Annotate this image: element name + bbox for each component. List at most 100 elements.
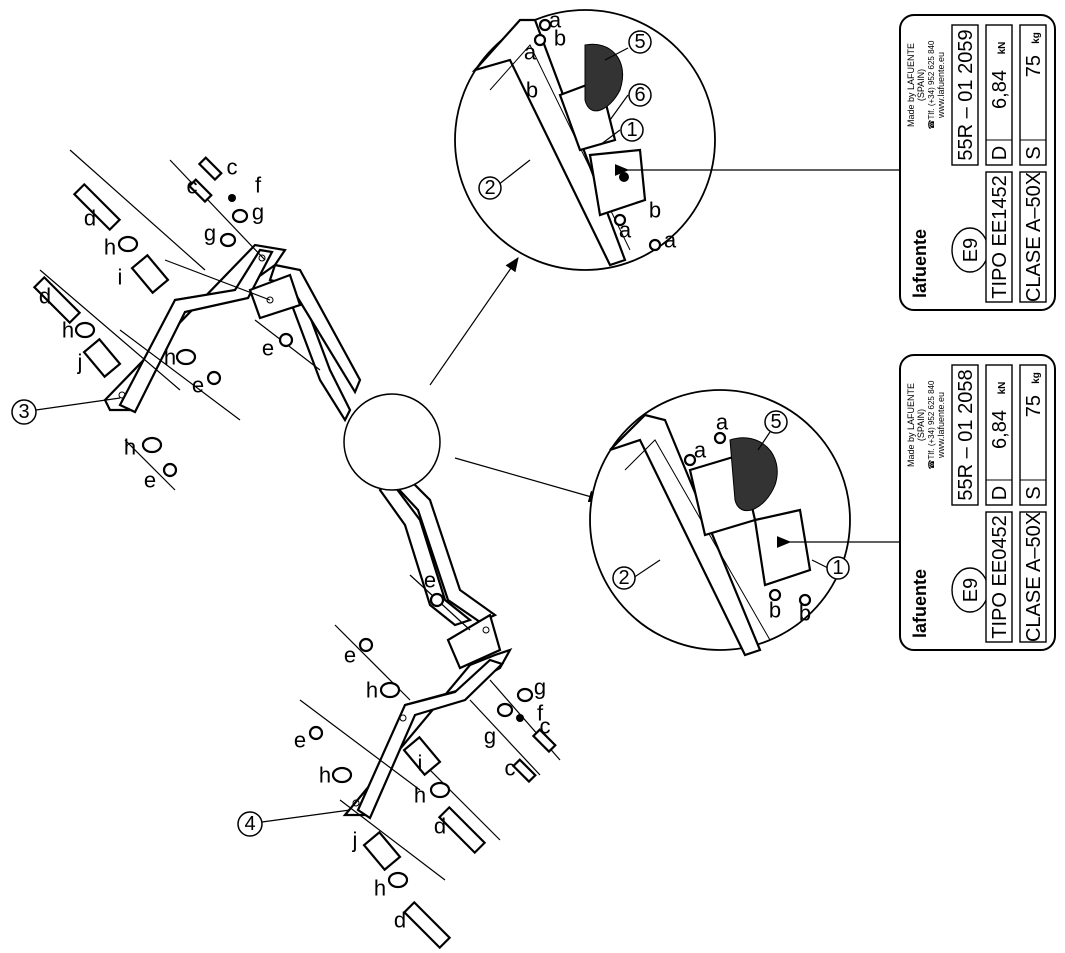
letter-f-1: f	[255, 173, 262, 198]
centre-hitch-circle	[343, 393, 441, 491]
svg-text:2: 2	[618, 567, 629, 589]
letter-e-4: e	[344, 643, 356, 668]
letter-a-t3: a	[619, 218, 632, 243]
plate-top-d-value: 6,84	[989, 70, 1011, 109]
plate-top-web: www.lafuente.eu	[936, 52, 946, 119]
letter-d-2: d	[39, 284, 51, 309]
callout-3: 3	[11, 399, 37, 425]
callout-6-top: 6	[628, 83, 652, 107]
svg-text:3: 3	[18, 401, 29, 423]
fasteners-lower	[299, 574, 561, 950]
plate-bottom-country: (SPAIN)	[916, 409, 926, 441]
letter-c-1: c	[187, 174, 198, 199]
letter-b-b2: b	[799, 601, 811, 626]
letter-c-4: c	[540, 714, 551, 739]
letter-g-1: g	[252, 200, 264, 225]
letter-h-4: h	[124, 435, 136, 460]
plate-top-s-unit: kg	[1031, 32, 1042, 44]
plate-top-phone: ☎Tlf. (+34) 952 625 840	[927, 40, 936, 129]
letter-i-1: i	[118, 265, 123, 290]
plate-bottom-d-unit: kN	[997, 382, 1008, 395]
part-letter-labels: d d h h h h i j e e e c c f g g h h h h …	[39, 155, 551, 933]
letter-d-3: d	[434, 814, 446, 839]
letter-g-2: g	[204, 221, 216, 246]
callout-4: 4	[237, 811, 263, 837]
plate-bottom-s-unit: kg	[1031, 372, 1042, 384]
plate-bottom-phone: ☎Tlf. (+34) 952 625 840	[927, 380, 936, 469]
letter-e-6: e	[294, 728, 306, 753]
letter-b-b1: b	[769, 598, 781, 623]
plate-bottom-web: www.lafuente.eu	[936, 392, 946, 459]
letter-c-2: c	[227, 155, 238, 180]
callout-1-top: 1	[620, 118, 644, 142]
letter-h-8: h	[374, 876, 386, 901]
plate-bottom-approval: 55R – 01 2058	[955, 369, 977, 500]
letter-j-1: j	[77, 350, 83, 375]
plate-top-country: (SPAIN)	[916, 69, 926, 101]
letter-h-7: h	[414, 783, 426, 808]
plate-bottom-maker: Made by LAFUENTE	[906, 383, 916, 467]
plate-top-clase: CLASE A–50X	[1023, 172, 1045, 302]
plate-bottom-s-label: S	[1023, 486, 1045, 499]
plate-top-maker: Made by LAFUENTE	[906, 43, 916, 127]
letter-b-t1: b	[554, 26, 566, 51]
letter-c-3: c	[505, 756, 516, 781]
detail-circle-top	[454, 9, 716, 271]
data-plate-bottom: Made by LAFUENTE (SPAIN) ☎Tlf. (+34) 952…	[899, 354, 1056, 651]
letter-e-2: e	[262, 336, 274, 361]
svg-text:6: 6	[634, 84, 645, 106]
letter-h-6: h	[319, 763, 331, 788]
plate-top-logo: lafuente	[910, 229, 930, 298]
svg-text:2: 2	[484, 177, 495, 199]
detail-circle-bottom	[589, 389, 851, 657]
svg-text:5: 5	[634, 31, 645, 53]
letter-e-3: e	[144, 468, 156, 493]
callout-5-bottom: 5	[764, 410, 788, 434]
plate-top-s-label: S	[1023, 146, 1045, 159]
bracket-4	[342, 613, 513, 820]
letter-b-t3: b	[649, 198, 661, 223]
plate-bottom-emark: E9	[960, 578, 982, 602]
plate-bottom-logo: lafuente	[910, 569, 930, 638]
letter-j-2: j	[352, 828, 358, 853]
letter-g-4: g	[534, 675, 546, 700]
letter-h-5: h	[366, 678, 378, 703]
plate-top-s-value: 75	[1023, 55, 1045, 77]
plate-bottom-tipo: TIPO EE0452	[989, 515, 1011, 638]
svg-text:1: 1	[626, 119, 637, 141]
letter-a-b2: a	[716, 410, 729, 435]
plate-top-d-unit: kN	[997, 42, 1008, 55]
plate-top-d-label: D	[989, 146, 1011, 160]
plate-bottom-clase: CLASE A–50X	[1023, 512, 1045, 642]
svg-text:1: 1	[832, 557, 843, 579]
letter-g-3: g	[484, 724, 496, 749]
plate-bottom-s-value: 75	[1023, 395, 1045, 417]
plate-top-approval: 55R – 01 2059	[955, 29, 977, 160]
letter-e-5: e	[424, 568, 436, 593]
letter-a-t1: a	[549, 8, 562, 33]
callout-5-top: 5	[628, 30, 652, 54]
data-plate-top: Made by LAFUENTE (SPAIN) ☎Tlf. (+34) 952…	[899, 14, 1056, 311]
letter-d-4: d	[394, 908, 406, 933]
letter-d-1: d	[84, 206, 96, 231]
letter-a-t2: a	[524, 40, 537, 65]
plate-bottom-d-value: 6,84	[989, 410, 1011, 449]
plate-top-tipo: TIPO EE1452	[989, 175, 1011, 298]
plate-top-emark: E9	[960, 238, 982, 262]
letter-a-t4: a	[664, 228, 677, 253]
svg-text:4: 4	[244, 813, 255, 835]
letter-f-2: f	[537, 701, 544, 726]
crossbar	[261, 263, 498, 627]
callout-2-top: 2	[478, 176, 502, 200]
plate-bottom-d-label: D	[989, 486, 1011, 500]
callout-1-bottom: 1	[826, 556, 850, 580]
callout-2-bottom: 2	[612, 566, 636, 590]
letter-h-2: h	[62, 318, 74, 343]
letter-e-1: e	[192, 373, 204, 398]
letter-i-2: i	[418, 751, 423, 776]
fasteners-upper	[32, 149, 321, 491]
letter-b-t2: b	[526, 78, 538, 103]
letter-h-3: h	[164, 345, 176, 370]
bracket-3	[103, 243, 302, 414]
